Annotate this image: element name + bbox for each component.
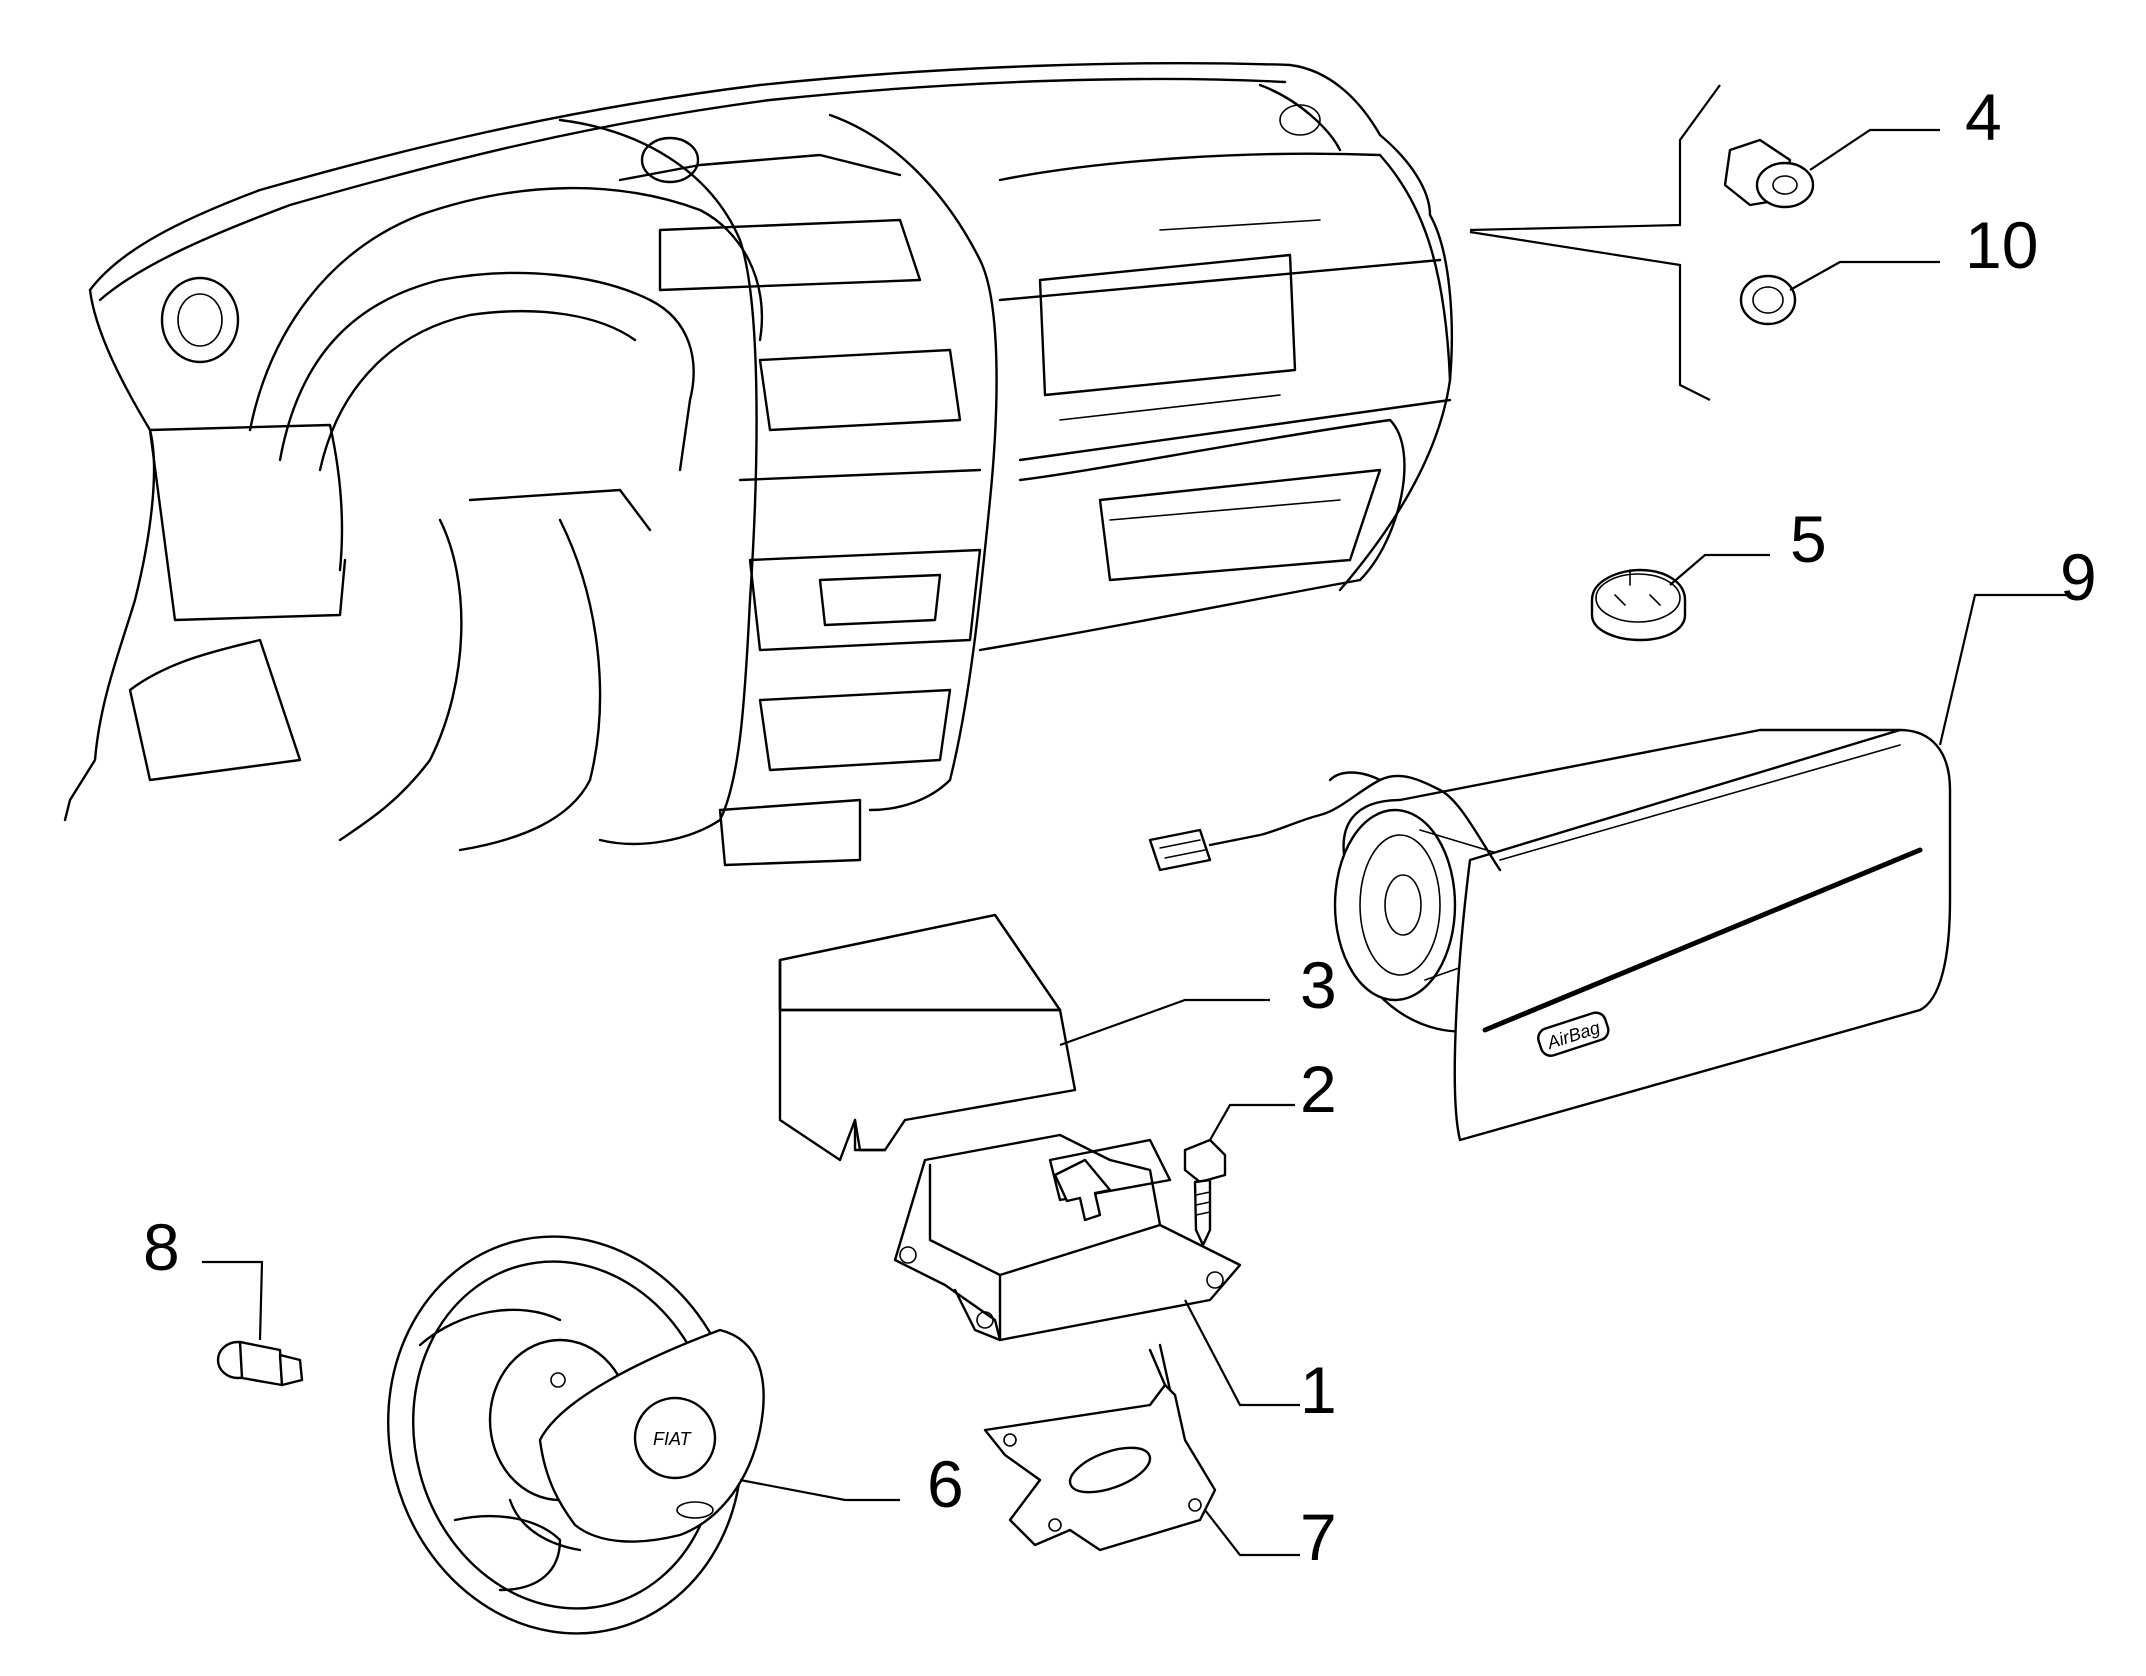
leader-5 (1669, 553, 1770, 586)
leader-10 (1789, 260, 1940, 291)
leader-7 (1204, 1509, 1300, 1557)
part-7-bracket-plate (983, 1343, 1217, 1552)
callout-2: 2 (1300, 1052, 1337, 1126)
leader-4 (1809, 128, 1940, 171)
callout-4: 4 (1965, 80, 2002, 154)
callout-numbers: 1 2 3 4 5 6 7 8 9 10 (143, 80, 2097, 1574)
bracket-lines (1469, 84, 1721, 401)
dashboard-assembly (63, 62, 1453, 867)
callout-1: 1 (1300, 1353, 1337, 1427)
part-4-lock-cylinder (1723, 138, 1815, 209)
callout-7: 7 (1300, 1500, 1337, 1574)
leader-2 (1209, 1103, 1295, 1141)
callout-3: 3 (1300, 948, 1337, 1022)
part-8-plug (216, 1340, 304, 1387)
part-9-passenger-airbag: AirBag (1148, 728, 1952, 1142)
part-5-cap (1590, 568, 1687, 642)
callout-10: 10 (1965, 208, 2038, 282)
callout-5: 5 (1790, 502, 1827, 576)
part-10-grommet (1739, 274, 1797, 326)
leader-3 (1059, 998, 1270, 1047)
part-1-control-unit (893, 1133, 1242, 1342)
steering-badge-text: FIAT (653, 1429, 693, 1449)
leader-lines (202, 128, 2070, 1557)
part-6-steering-wheel: FIAT (387, 1235, 765, 1635)
callout-8: 8 (143, 1210, 180, 1284)
callout-9: 9 (2060, 540, 2097, 614)
part-3-cover (778, 913, 1077, 1162)
part-2-screw (1183, 1138, 1227, 1247)
callout-6: 6 (927, 1447, 964, 1521)
leader-6 (739, 1478, 900, 1502)
leader-9 (1938, 593, 2070, 746)
leader-1 (1184, 1299, 1300, 1407)
leader-8 (202, 1260, 264, 1341)
